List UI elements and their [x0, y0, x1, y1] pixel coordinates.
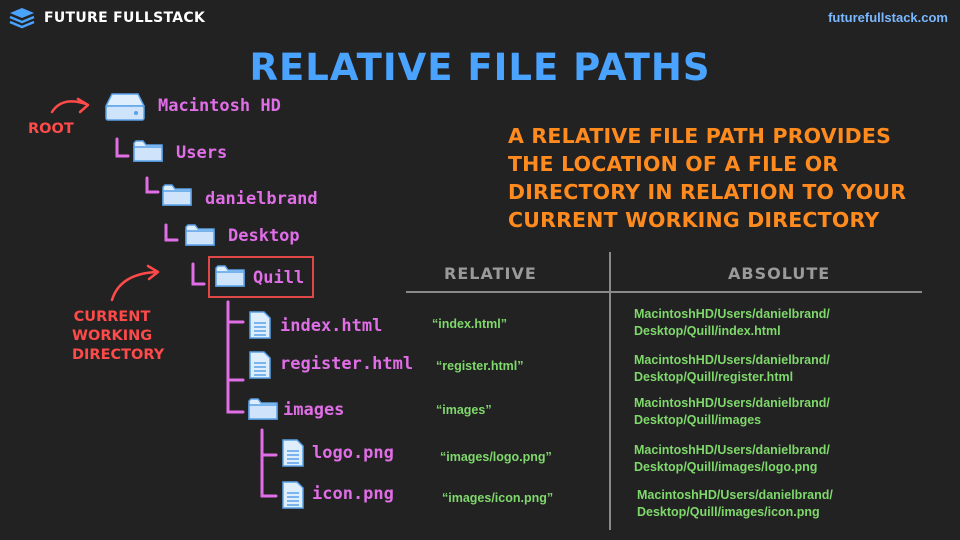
tree-item-images: images: [283, 400, 345, 420]
description-line: CURRENT WORKING DIRECTORY: [508, 208, 880, 232]
folder-icon: [133, 140, 163, 162]
tree-item-register-html: register.html: [280, 354, 414, 374]
cwd-label: CURRENT WORKING DIRECTORY: [72, 308, 165, 365]
absolute-path-line: Desktop/Quill/index.html: [634, 324, 781, 338]
relative-path: “images”: [436, 403, 492, 417]
tree-item-icon-png: icon.png: [312, 484, 394, 504]
cwd-label-line: WORKING: [72, 328, 153, 344]
tree-item-quill: Quill: [253, 268, 305, 288]
brand-logo-icon: [9, 8, 35, 29]
absolute-path-line: MacintoshHD/Users/danielbrand/: [637, 488, 833, 502]
file-icon: [282, 439, 304, 467]
absolute-path: MacintoshHD/Users/danielbrand/ Desktop/Q…: [634, 352, 830, 386]
absolute-path-line: Desktop/Quill/images/icon.png: [637, 505, 820, 519]
hard-drive-icon: [104, 93, 146, 121]
file-icon: [282, 481, 304, 509]
folder-icon: [162, 184, 192, 206]
absolute-path-line: MacintoshHD/Users/danielbrand/: [634, 443, 830, 457]
file-icon: [249, 311, 271, 339]
absolute-path-line: MacintoshHD/Users/danielbrand/: [634, 396, 830, 410]
root-label: ROOT: [28, 121, 74, 137]
cwd-arrow: [110, 270, 158, 302]
page-title: RELATIVE FILE PATHS: [249, 46, 711, 89]
relative-path: “images/logo.png”: [440, 450, 552, 464]
absolute-path-line: Desktop/Quill/register.html: [634, 370, 794, 384]
folder-icon: [185, 224, 215, 246]
absolute-path-line: Desktop/Quill/images: [634, 413, 762, 427]
absolute-path: MacintoshHD/Users/danielbrand/ Desktop/Q…: [634, 442, 830, 476]
file-icon: [249, 351, 271, 379]
folder-icon: [215, 265, 245, 287]
folder-icon: [248, 398, 278, 420]
brand: FUTURE FULLSTACK: [8, 6, 205, 30]
tree-item-index-html: index.html: [280, 316, 383, 336]
absolute-column-header: ABSOLUTE: [728, 264, 831, 283]
absolute-path-line: Desktop/Quill/images/logo.png: [634, 460, 818, 474]
site-url[interactable]: futurefullstack.com: [828, 10, 948, 25]
description-line: DIRECTORY IN RELATION TO YOUR: [508, 180, 907, 204]
tree-item-logo-png: logo.png: [312, 443, 394, 463]
description-line: THE LOCATION OF A FILE OR: [508, 152, 839, 176]
absolute-path-line: MacintoshHD/Users/danielbrand/: [634, 353, 830, 367]
cwd-label-line: CURRENT: [73, 309, 151, 325]
tree-item-users: Users: [176, 143, 228, 163]
tree-item-danielbrand: danielbrand: [205, 189, 318, 209]
relative-path: “images/icon.png”: [442, 491, 554, 505]
relative-path: “register.html”: [436, 359, 524, 373]
absolute-path: MacintoshHD/Users/danielbrand/ Desktop/Q…: [637, 487, 833, 521]
tree-item-desktop: Desktop: [228, 226, 300, 246]
brand-name: FUTURE FULLSTACK: [44, 10, 206, 26]
description-line: A RELATIVE FILE PATH PROVIDES: [508, 124, 892, 148]
relative-column-header: RELATIVE: [444, 264, 537, 283]
absolute-path-line: MacintoshHD/Users/danielbrand/: [634, 307, 830, 321]
cwd-highlight-box: [208, 256, 314, 298]
absolute-path: MacintoshHD/Users/danielbrand/ Desktop/Q…: [634, 395, 830, 429]
description: A RELATIVE FILE PATH PROVIDES THE LOCATI…: [508, 122, 928, 234]
absolute-path: MacintoshHD/Users/danielbrand/ Desktop/Q…: [634, 306, 830, 340]
cwd-label-line: DIRECTORY: [72, 347, 165, 363]
tree-item-macintosh-hd: Macintosh HD: [158, 96, 281, 116]
relative-path: “index.html”: [432, 317, 508, 331]
